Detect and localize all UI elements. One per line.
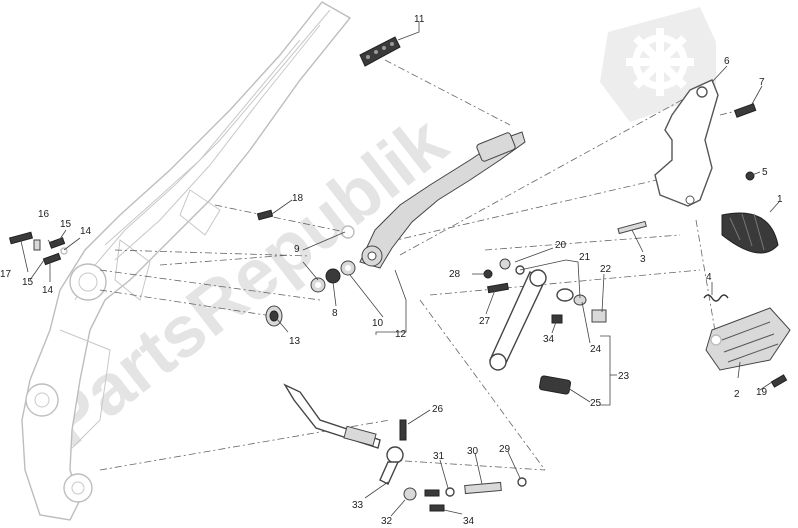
callout-29: 29 <box>499 444 511 455</box>
callout-21: 21 <box>579 252 591 263</box>
callout-6: 6 <box>724 56 730 67</box>
callout-9: 9 <box>294 244 300 255</box>
part-18-screw <box>256 209 274 221</box>
callout-3: 3 <box>640 254 646 265</box>
callout-17: 17 <box>0 269 12 280</box>
callout-4: 4 <box>706 272 712 283</box>
callout-13: 13 <box>289 336 301 347</box>
part-1-rubber <box>721 212 779 254</box>
callout-14-bottom: 14 <box>42 285 54 296</box>
parts-20-28-fasteners <box>483 258 525 294</box>
callout-33: 33 <box>352 500 364 511</box>
callout-8: 8 <box>332 308 338 319</box>
callout-16: 16 <box>38 209 50 220</box>
part-6-bracket <box>654 79 719 207</box>
callout-14-top: 14 <box>80 226 92 237</box>
callout-1: 1 <box>777 194 783 205</box>
callout-28: 28 <box>449 269 461 280</box>
callout-10: 10 <box>372 318 384 329</box>
callout-27: 27 <box>479 316 491 327</box>
callout-24: 24 <box>590 344 602 355</box>
part-19-screw <box>770 374 788 388</box>
frame-outline <box>21 1 352 521</box>
part-4-spring <box>703 294 729 302</box>
parts-29-34-bottom <box>403 477 527 512</box>
callout-34-bottom: 34 <box>463 516 475 527</box>
part-11-plate <box>359 36 401 67</box>
callout-15-top: 15 <box>60 219 72 230</box>
part-33-rod <box>283 383 407 485</box>
callout-11: 11 <box>414 14 425 25</box>
part-5-clip <box>745 171 755 181</box>
callout-25: 25 <box>590 398 602 409</box>
parts-14-17-hardware <box>8 231 68 266</box>
callout-19: 19 <box>756 387 768 398</box>
callout-34-mid: 34 <box>543 334 555 345</box>
callout-32: 32 <box>381 516 393 527</box>
callout-30: 30 <box>467 446 479 457</box>
callout-22: 22 <box>600 264 612 275</box>
part-13-bush <box>265 305 283 327</box>
leader-lines <box>20 22 780 517</box>
part-3-pin <box>617 220 647 235</box>
part-10-lever <box>359 131 526 269</box>
callout-23: 23 <box>618 371 630 382</box>
callout-18: 18 <box>292 193 304 204</box>
part-23-linkage <box>489 269 607 395</box>
callout-numbers: 11 6 7 5 1 18 16 15 14 20 9 3 21 17 4 15… <box>0 14 783 527</box>
callout-5: 5 <box>762 167 768 178</box>
callout-20: 20 <box>555 240 567 251</box>
assembly-lines <box>99 59 741 471</box>
callout-2: 2 <box>734 389 740 400</box>
part-2-footpeg <box>705 307 791 371</box>
callout-12: 12 <box>395 329 407 340</box>
callout-26: 26 <box>432 404 444 415</box>
callout-15-bottom: 15 <box>22 277 34 288</box>
part-7-bolt <box>733 103 757 118</box>
callout-31: 31 <box>433 451 445 462</box>
part-8-9-bushings <box>310 225 356 293</box>
callout-7: 7 <box>759 77 765 88</box>
